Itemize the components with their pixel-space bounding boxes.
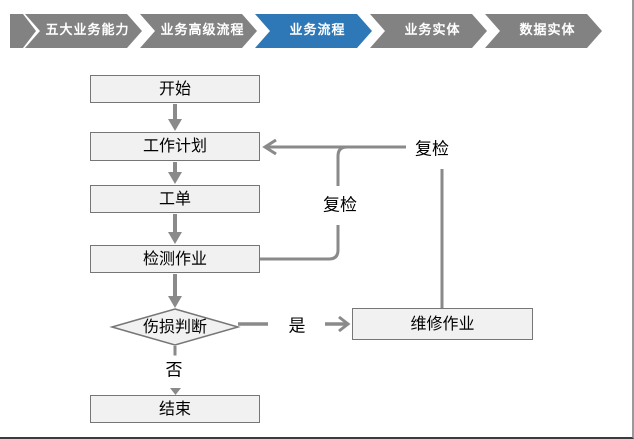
edge-label-recheck-inner: 复检: [321, 190, 359, 216]
tab-business-entity[interactable]: 业务实体: [370, 14, 487, 48]
arrowhead-inspection-icon: [168, 232, 182, 244]
edge-label-yes: 是: [286, 311, 308, 337]
tab-five-capabilities[interactable]: 五大业务能力: [25, 14, 142, 48]
tab-advanced-process[interactable]: 业务高级流程: [140, 14, 257, 48]
tab-label: 业务高级流程: [160, 23, 245, 38]
edge-label-recheck-outer: 复检: [413, 134, 451, 160]
arrowhead-open-plan-icon: [262, 138, 277, 156]
arrowhead-decision-icon: [168, 296, 182, 308]
process-breadcrumb: 五大业务能力 业务高级流程 业务流程 业务实体 数据实体: [0, 14, 632, 48]
tab-label: 数据实体: [519, 23, 576, 38]
node-end: 结束: [90, 395, 260, 423]
node-repair: 维修作业: [352, 308, 533, 340]
decision-diamond-shape: [109, 308, 241, 346]
tab-label: 业务实体: [404, 23, 461, 38]
node-work-order: 工单: [90, 185, 260, 213]
tab-label: 五大业务能力: [45, 23, 130, 38]
arrowhead-plan-icon: [168, 119, 182, 131]
arrowhead-order-icon: [168, 172, 182, 184]
arrowhead-open-repair-icon: [338, 315, 351, 333]
edge-label-no: 否: [163, 355, 185, 381]
tab-business-process[interactable]: 业务流程: [255, 14, 372, 48]
tab-data-entity[interactable]: 数据实体: [485, 14, 602, 48]
node-start: 开始: [90, 75, 260, 103]
node-damage-decision-label: 伤损判断: [142, 317, 207, 336]
edge-recheck-inner-lower: [260, 225, 340, 261]
node-work-plan: 工作计划: [90, 132, 260, 161]
edge-recheck-inner-upper: [336, 145, 348, 186]
tab-label: 业务流程: [289, 23, 346, 38]
node-inspection: 检测作业: [90, 245, 260, 273]
arrowhead-end-icon: [170, 388, 181, 395]
